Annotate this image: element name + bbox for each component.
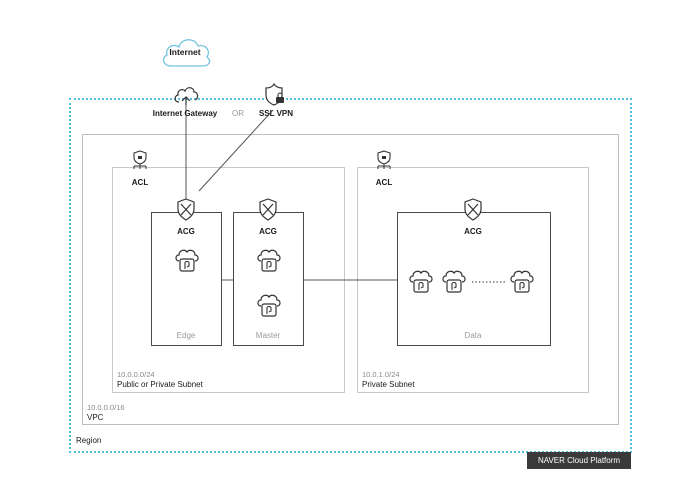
- ssl-vpn-label: SSL VPN: [258, 109, 294, 118]
- region-label: Region: [76, 436, 102, 445]
- private-subnet-cidr: 10.0.1.0/24: [362, 370, 400, 379]
- edge-server-icon: [175, 249, 199, 272]
- acg-master-shield-icon: [259, 198, 277, 221]
- public-subnet-label: Public or Private Subnet: [117, 380, 203, 389]
- public-subnet-cidr: 10.0.0.0/24: [117, 370, 155, 379]
- edge-node-box: [151, 212, 222, 346]
- acg-data-label: ACG: [464, 227, 482, 236]
- master-server-icon-1: [257, 249, 281, 272]
- edge-label: Edge: [176, 331, 196, 340]
- acg-edge-label: ACG: [177, 227, 195, 236]
- master-server-icon-2: [257, 294, 281, 317]
- acl-right-label: ACL: [375, 178, 393, 187]
- ssl-vpn-shield-icon: [265, 83, 284, 106]
- internet-gateway-icon: [174, 87, 199, 105]
- data-server-icon-1: [409, 270, 433, 293]
- data-server-icon-3: [510, 270, 534, 293]
- vpc-boundary: [82, 134, 619, 425]
- data-label: Data: [464, 331, 482, 340]
- data-server-icon-2: [442, 270, 466, 293]
- private-subnet-label: Private Subnet: [362, 380, 415, 389]
- region-boundary: [69, 98, 632, 453]
- acl-right-icon: [377, 150, 391, 169]
- acl-left-icon: [133, 150, 147, 169]
- acg-master-label: ACG: [259, 227, 277, 236]
- acl-left-label: ACL: [131, 178, 149, 187]
- master-node-box: [233, 212, 304, 346]
- vpn-to-edge-line: [198, 109, 274, 192]
- vpc-cidr: 10.0.0.0/16: [87, 403, 125, 412]
- vpc-label: VPC: [87, 413, 104, 422]
- naver-cloud-platform-badge: NAVER Cloud Platform: [527, 452, 631, 469]
- or-label: OR: [232, 109, 244, 118]
- internet-gateway-label: Internet Gateway: [152, 109, 218, 118]
- acg-edge-shield-icon: [177, 198, 195, 221]
- acg-data-shield-icon: [464, 198, 482, 221]
- internet-cloud-icon: [162, 39, 211, 67]
- master-label: Master: [255, 331, 281, 340]
- internet-label: Internet: [169, 47, 201, 57]
